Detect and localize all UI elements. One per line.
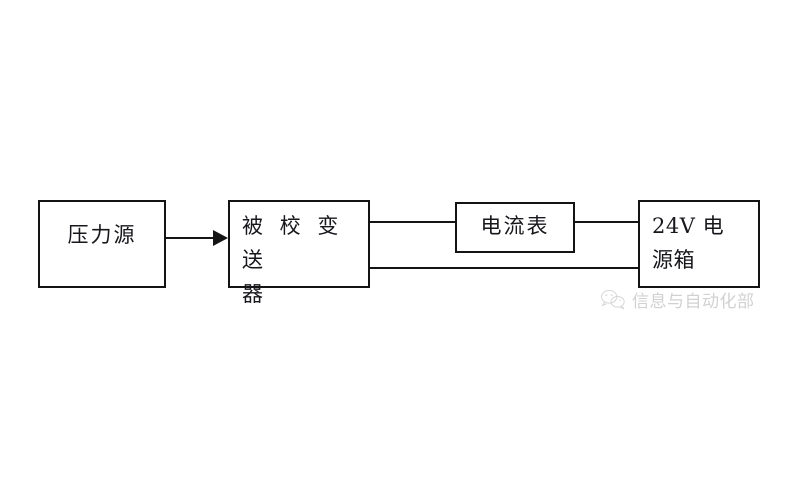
wechat-logo-icon [601, 290, 625, 310]
block-transmitter-under-test-label: 被 校 变 送 器 [242, 214, 344, 306]
block-pressure-source-label: 压力源 [67, 223, 137, 247]
block-power-supply-24v-label: 24V 电 源箱 [652, 214, 725, 272]
wire-source-to-transmitter [166, 237, 214, 239]
watermark: 信息与自动化部 [600, 287, 755, 312]
block-transmitter-under-test[interactable]: 被 校 变 送 器 [228, 200, 370, 306]
block-power-supply-24v[interactable]: 24V 电 源箱 [638, 200, 760, 288]
block-pressure-source[interactable]: 压力源 [38, 200, 166, 288]
wire-transmitter-to-power-return [370, 267, 639, 269]
arrowhead-to-transmitter [213, 230, 228, 246]
block-ammeter[interactable]: 电流表 [455, 202, 575, 253]
wire-transmitter-to-ammeter [370, 221, 456, 223]
watermark-text: 信息与自动化部 [632, 292, 755, 312]
wire-ammeter-to-power [574, 221, 639, 223]
block-ammeter-label: 电流表 [480, 214, 550, 238]
